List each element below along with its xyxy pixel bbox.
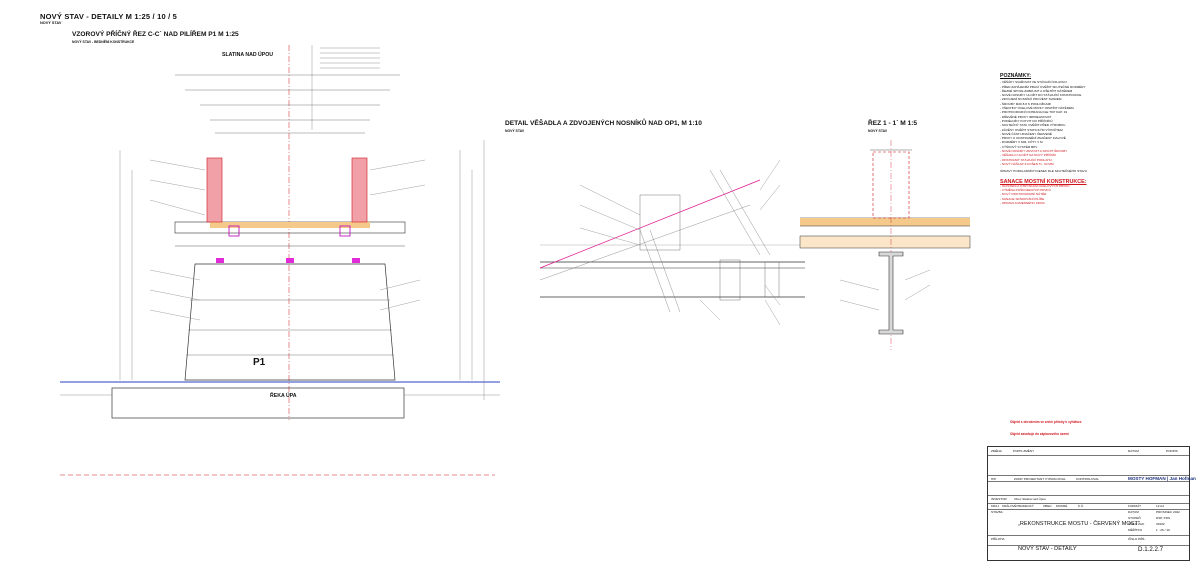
section-1-1-title: ŘEZ 1 - 1´ M 1:5 — [868, 120, 918, 127]
notes-footer: ÚPRAVY PODKLADNÍCH DESEK DLE SKUTEČNÉHO … — [1000, 169, 1087, 174]
cross-section-title: VZOROVÝ PŘÍČNÝ ŘEZ C-C´ NAD PILÍŘEM P1 M… — [72, 31, 239, 38]
kontroloval-label: KONTROLOVAL — [1076, 477, 1099, 481]
cislo-prilohy-label: ČÍSLO PŘÍL. — [1128, 537, 1146, 541]
zodp-projektant-label: ZODP. PROJEKTANT — [1014, 477, 1045, 481]
note-item: - SKUTEČNÝ STAV OVĚŘIT PŘED VÝROBOU — [1000, 123, 1066, 128]
sanace-item: - NOVÝ PROTIKOROZNÍ NÁTĚR — [1000, 192, 1047, 197]
note-item: - VÝŠKOVÝ SYSTÉM BPV — [1000, 144, 1038, 149]
sanace-item: - VÝMĚNA POŠKOZENÝCH PRVKŮ — [1000, 188, 1051, 193]
stavba-value: „REKONSTRUKCE MOSTU - ČERVENÝ MOST" — [1018, 521, 1140, 527]
title-block: ZMĚNA POPIS ZMĚNY DATUM PODPIS HIP ZODP.… — [987, 446, 1196, 561]
bearing-left — [228, 225, 240, 237]
investor-value: Obec Slatina nad Úpou — [1014, 497, 1046, 501]
section-1-1-drawing — [799, 140, 971, 350]
sanace-item: - OČIŠTĚNÍ A OTRYSKÁNÍ OCELOVÝCH PRVKŮ — [1000, 183, 1070, 188]
datum-header: DATUM — [1128, 449, 1139, 453]
priloha-value: NOVÝ STAV - DETAILY — [1018, 546, 1077, 552]
kraj-label: KRAJ — [991, 504, 999, 508]
pier-label: P1 — [253, 357, 266, 368]
cross-section-subtitle: NOVÝ STAV - BEDNĚNÍ KONSTRUKCE — [72, 40, 135, 44]
datum-value: PROSINEC 2022 — [1156, 510, 1180, 514]
note-item: - NOVÉ NOSNÍKY ULOŽIT DO STÁVAJÍCÍ KONST… — [1000, 93, 1082, 98]
section-1-1-subtitle: NOVÝ STAV — [868, 129, 888, 133]
note-item-red: - VĚŠADLO ULOŽIT NA NOVÝ PŘÍČNÍK — [1000, 153, 1057, 158]
format-value: 12 A4 — [1156, 504, 1164, 508]
sanace-heading: SANACE MOSTNÍ KONSTRUKCE: — [1000, 178, 1087, 185]
cislo-zak-label: ČÍSLO ZAK. — [1128, 522, 1146, 526]
niveleta-label: SLATINA NAD ÚPOU — [222, 52, 274, 58]
meritko-label: MĚŘÍTKO — [1128, 528, 1143, 532]
meritko-value: 1 : 25 / 10 — [1156, 528, 1170, 532]
cislo-prilohy-value: D.1.2.2.7 — [1138, 546, 1164, 553]
note-item: - PRVKY K ODSTRANĚNÍ ZNAČENY FIALOVĚ — [1000, 136, 1066, 141]
obec-value: MOKRÉ — [1056, 504, 1068, 508]
zmena-label: ZMĚNA — [991, 449, 1002, 453]
note-item: - ŘEZNÉ SPOJE ZABRUSIT A OŠETŘIT NÁTĚREM — [1000, 88, 1073, 93]
note-item-red: - NOVÝ NÁŠLAP Z FOŠEN TL. 60 MM — [1000, 161, 1054, 166]
note-item-red: - ODSTRANIT STÁVAJÍCÍ PODLAHU — [1000, 157, 1052, 162]
note-item: - PŘED ZAHÁJENÍM PRACÍ OVĚŘIT SKUTEČNÉ R… — [1000, 84, 1086, 89]
sanace-item: - SANACE SPÁROVÁNÍ PILÍŘE — [1000, 196, 1045, 201]
note-item: - DŘEVĚNÉ PRVKY IMPREGNOVAT — [1000, 114, 1052, 119]
stamp-red-note-2: Objekt zasahuje do záplavového území — [1010, 432, 1069, 436]
notes-panel: POZNÁMKY: - VĚŠÁKY SVAŘOVAT VE STÁVAJÍCÍ… — [1000, 73, 1190, 206]
pier-body — [184, 263, 396, 381]
note-item: - ZÁVĚSY OVĚŘIT STATICKÝM VÝPOČTEM — [1000, 127, 1063, 132]
hanger-rod-new — [539, 179, 761, 269]
sheet-subtitle: NOVÝ STAV — [40, 21, 62, 25]
bearing-right — [339, 225, 351, 237]
stupen-label: STUPEŇ — [1128, 516, 1141, 520]
deck-timber — [210, 222, 370, 228]
i-beam — [878, 251, 904, 335]
kraj-value: KRÁLOVÉHRADECKÝ — [1002, 504, 1034, 508]
sheet-title: NOVÝ STAV - DETAILY M 1:25 / 10 / 5 — [40, 12, 178, 21]
obec-label: OBEC — [1043, 504, 1052, 508]
format-label: FORMÁT — [1128, 504, 1142, 508]
note-item: - VĚŠÁKY SVAŘOVAT VE STÁVAJÍCÍ DILATACI — [1000, 80, 1067, 85]
stupen-value: DSP, PDS — [1156, 516, 1171, 520]
vypracoval-label: VYPRACOVAL — [1045, 477, 1066, 481]
cislo-zak-value: 39102 — [1156, 522, 1165, 526]
note-item: - PROTIKOROZNÍ OCHRANA DLE TKP KAP. 19 — [1000, 110, 1068, 115]
firm-name: MOSTY HOFMAN | Jan Hofman — [1128, 476, 1196, 481]
hanger-detail-drawing — [539, 159, 805, 326]
note-item: - VŠECHNY OCELOVÉ PRVKY OPATŘIT NÁTĚREM — [1000, 106, 1074, 111]
note-item-red: - NOVÉ NOSNÍKY ZDVOJIT A SPOJIT ŠROUBY — [1000, 149, 1068, 154]
detail-title: DETAIL VĚŠADLA A ZDVOJENÝCH NOSNÍKŮ NAD … — [505, 120, 702, 127]
sanace-item: - OPRAVA KAMENNÉHO ZDIVA — [1000, 201, 1045, 206]
railing-left — [206, 157, 223, 223]
popis-zmeny-label: POPIS ZMĚNY — [1013, 449, 1035, 453]
priloha-label: PŘÍLOHA — [991, 537, 1005, 541]
stamp-red-note-1: Objekt s ohrožením ve znění přílohy k vy… — [1010, 420, 1082, 424]
note-item: - NOVÉ ČÁSTI ZNAČENY ČERVENĚ — [1000, 131, 1052, 136]
stavba-label: STAVBA — [991, 510, 1003, 514]
notes-list: - VĚŠÁKY SVAŘOVAT VE STÁVAJÍCÍ DILATACI … — [1000, 80, 1190, 166]
river-label: ŘEKA ÚPA — [270, 393, 297, 399]
detail-subtitle: NOVÝ STAV — [505, 129, 525, 133]
timber-layer — [800, 218, 970, 226]
cross-section-drawing — [60, 45, 500, 476]
hip-label: HIP — [991, 477, 997, 481]
note-item: - ŠROUBY M20 8.8 S PODLOŽKAMI — [1000, 101, 1052, 106]
foundation — [111, 387, 405, 419]
note-item: - ZDVOJENÍ NOSNÍKŮ PROVÉST SVAREM — [1000, 97, 1062, 102]
investor-label: INVESTOR — [991, 497, 1007, 501]
railing-right — [351, 157, 368, 223]
datum-row-label: DATUM — [1128, 510, 1139, 514]
note-item: - ROZMĚRY V MM, KÓTY V M — [1000, 140, 1043, 145]
notes-heading: POZNÁMKY: — [1000, 73, 1032, 79]
note-item: - PODÉLNÍKY KOTVIT DO PŘÍČNÍKŮ — [1000, 118, 1053, 123]
podpis-header: PODPIS — [1166, 449, 1178, 453]
ku-label: K.Ú. — [1078, 504, 1085, 508]
